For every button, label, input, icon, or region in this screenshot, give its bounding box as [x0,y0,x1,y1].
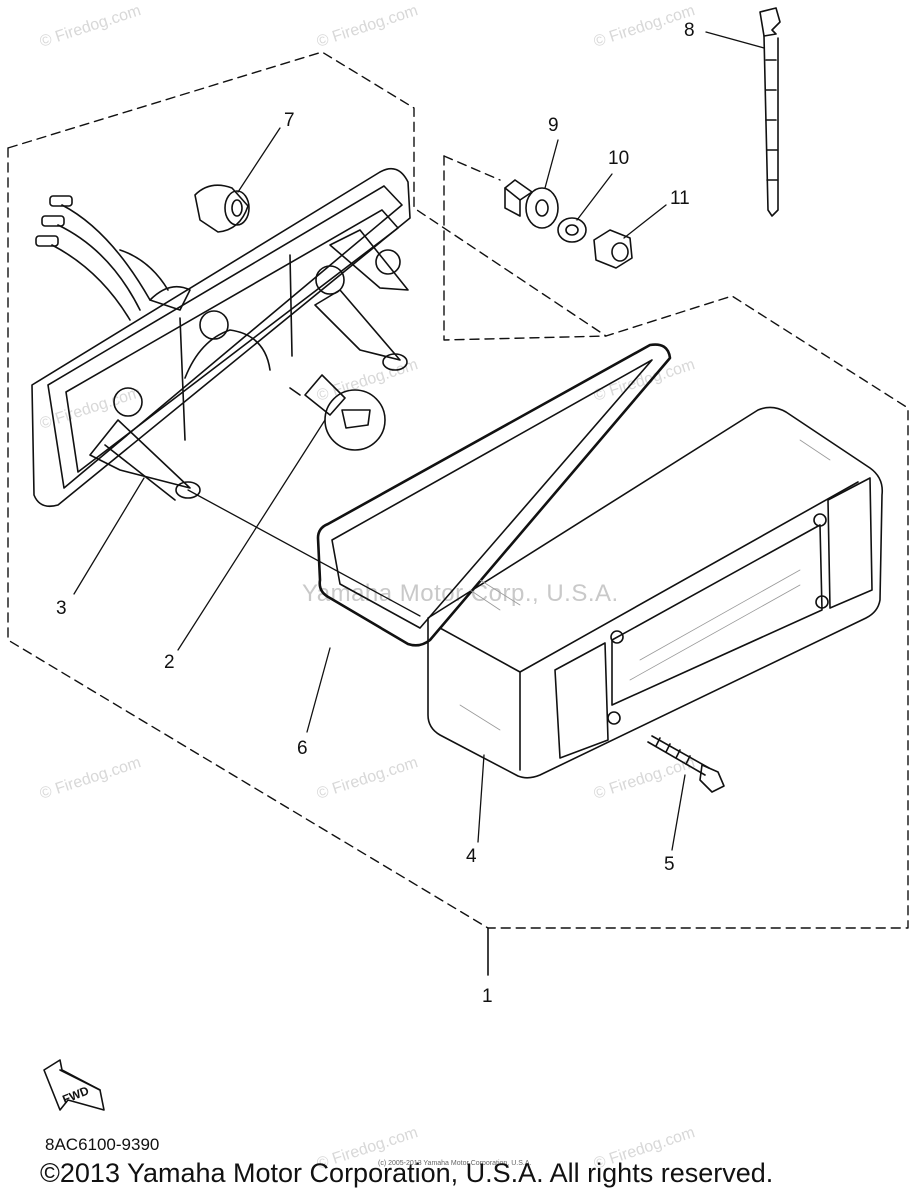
assembly-boundary [7,51,909,929]
diagram-code: 8AC6100-9390 [45,1135,160,1154]
center-watermark: Yamaha Motor Corp., U.S.A. [302,580,619,607]
fwd-arrow [43,1059,105,1111]
wire-harness [35,195,191,321]
grommet [194,184,250,233]
callout-7: 7 [284,110,295,131]
callout-2: 2 [164,652,175,673]
cable-tie [759,7,781,217]
callout-1: 1 [482,986,493,1007]
leader-lines [73,31,765,851]
callout-3: 3 [56,598,67,619]
light-base [31,167,411,508]
bolt [504,179,559,229]
callout-9: 9 [548,115,559,136]
copyright-notice: ©2013 Yamaha Motor Corporation, U.S.A. A… [40,1158,774,1188]
screw [647,735,725,793]
callout-6: 6 [297,738,308,759]
callout-11: 11 [670,188,690,209]
gasket [316,343,672,647]
small-copyright: (c) 2005-2013 Yamaha Motor Corporation, … [378,1160,532,1167]
callout-10: 10 [608,148,630,169]
callout-4: 4 [466,846,477,867]
bulb [289,374,386,451]
washer [557,217,587,243]
nut [593,229,633,269]
callout-5: 5 [664,854,675,875]
callout-8: 8 [684,20,695,41]
lens [427,406,884,779]
